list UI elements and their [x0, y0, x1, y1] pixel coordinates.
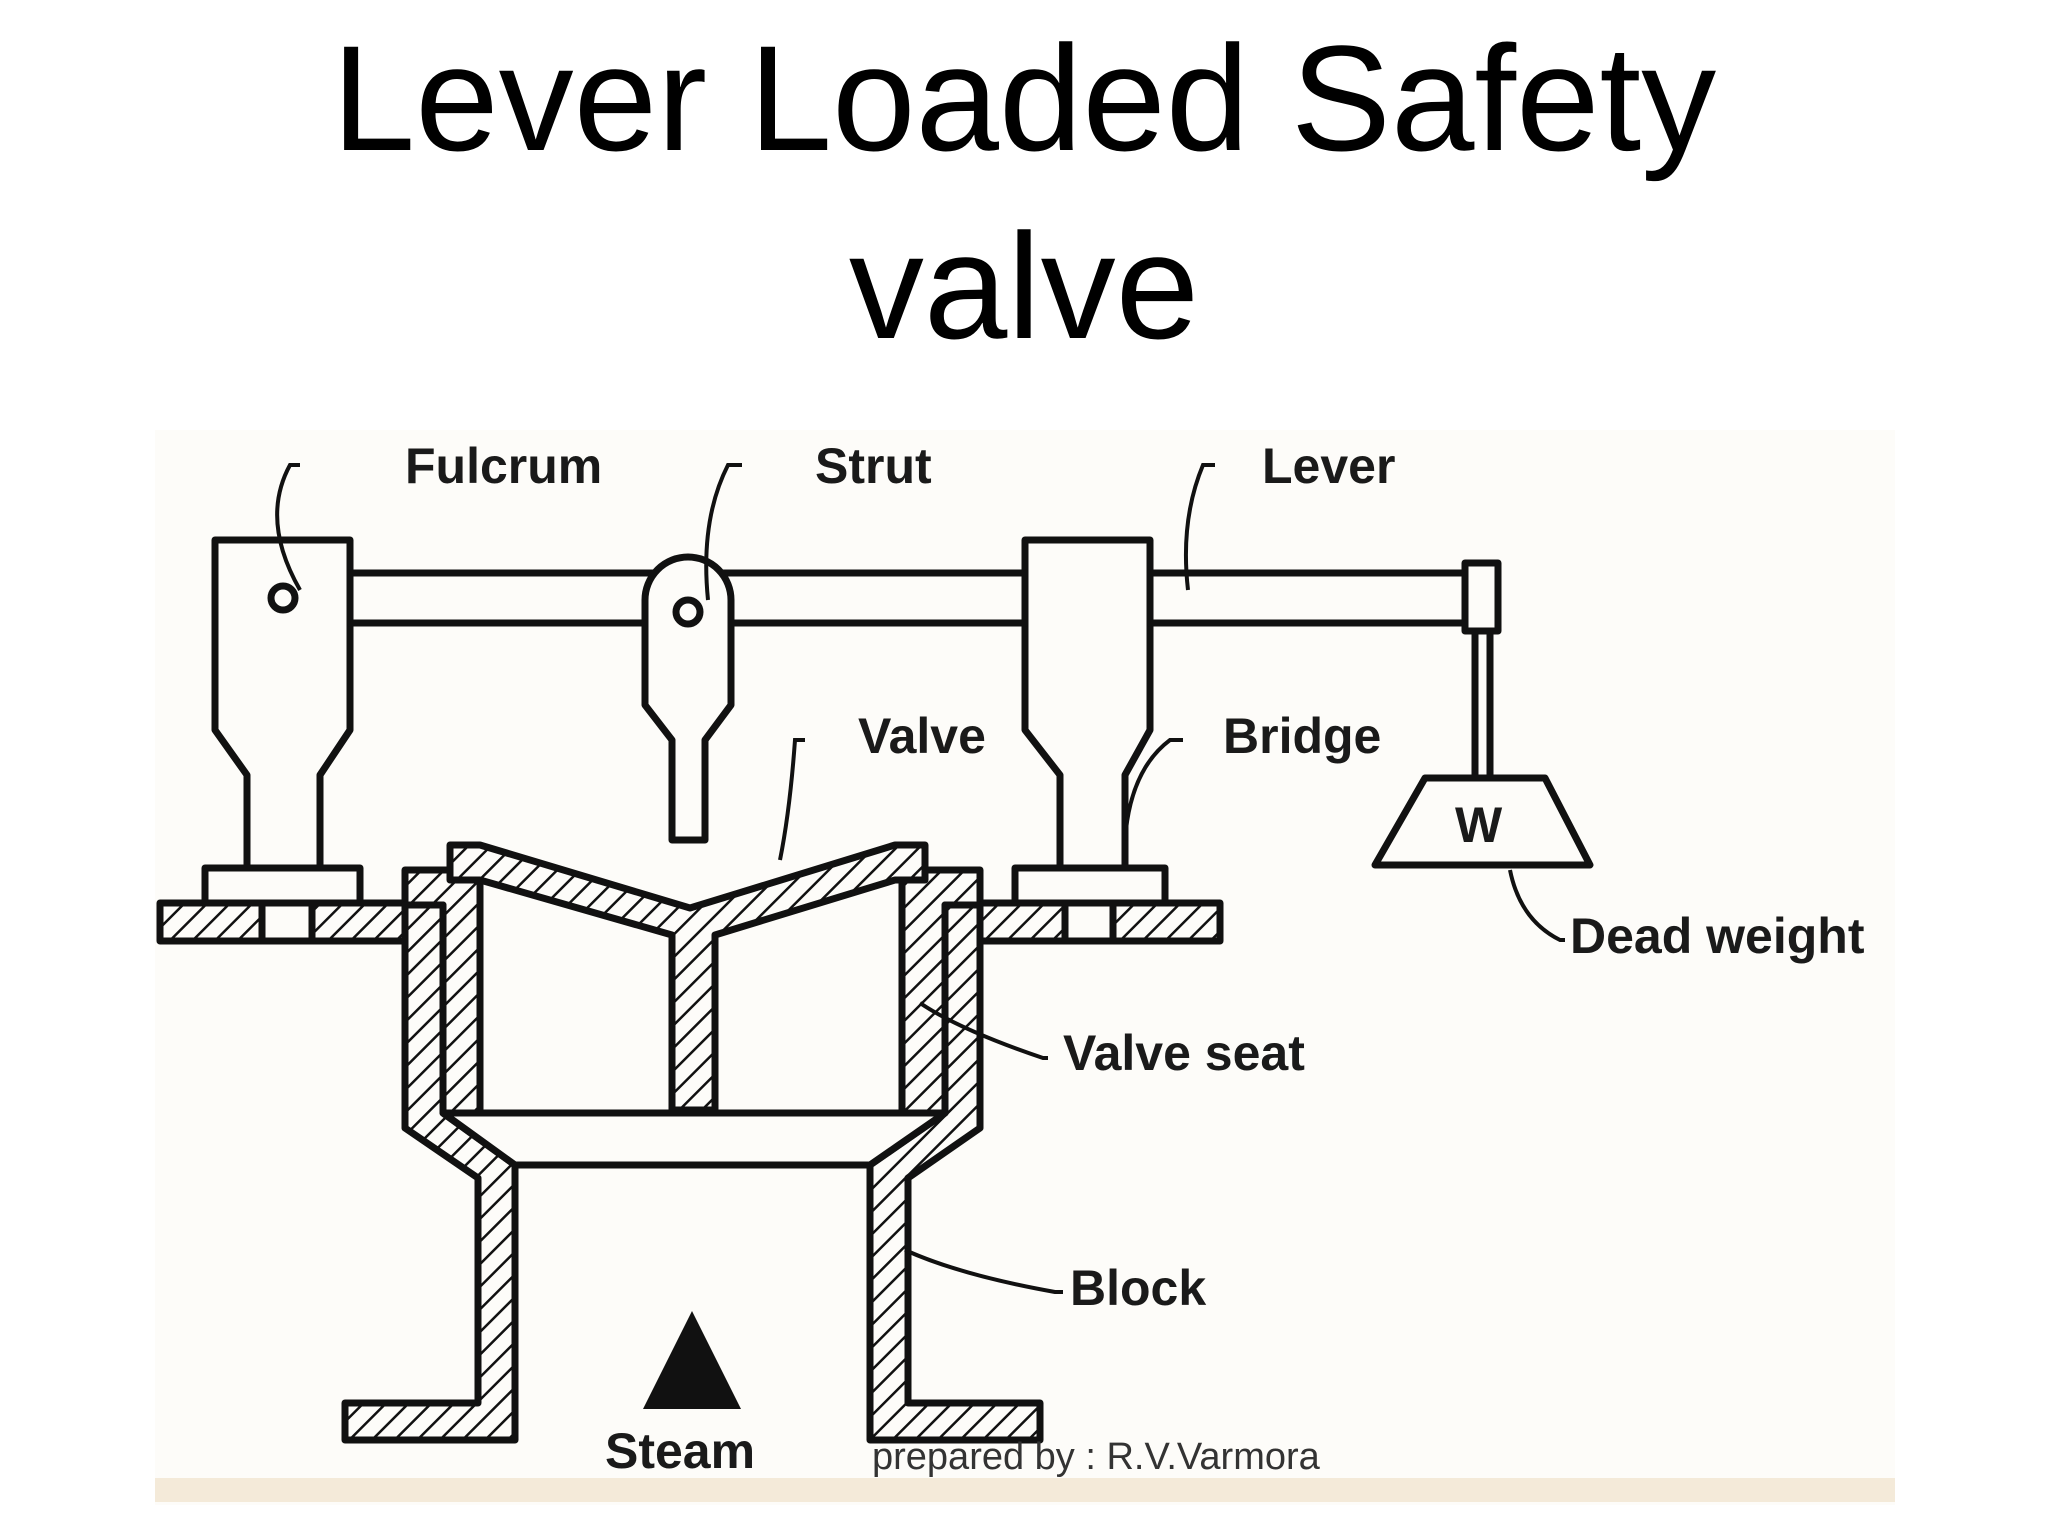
valve-body: [446, 841, 929, 1114]
lever-bar: [346, 559, 1502, 635]
strut: [641, 553, 735, 844]
valve-diagram: Fulcrum Strut Lever Valve Bridge W Dead …: [155, 430, 1895, 1505]
label-bridge: Bridge: [1223, 708, 1381, 764]
leader-lines: [275, 463, 1565, 1294]
diagram-bottom-band: [155, 1478, 1895, 1502]
label-valve: Valve: [858, 708, 986, 764]
label-lever: Lever: [1262, 438, 1395, 494]
label-dead-weight: Dead weight: [1570, 908, 1865, 964]
label-weight-symbol: W: [1455, 797, 1503, 853]
label-strut: Strut: [815, 438, 932, 494]
title-line-2: valve: [848, 202, 1200, 370]
dead-weight: [1371, 631, 1594, 869]
title-line-1: Lever Loaded Safety: [331, 14, 1717, 182]
label-fulcrum: Fulcrum: [405, 438, 602, 494]
footer-credit: prepared by : R.V.Varmora: [872, 1436, 1320, 1478]
fulcrum-support: [201, 536, 364, 907]
label-block: Block: [1070, 1260, 1206, 1316]
label-valve-seat: Valve seat: [1063, 1025, 1305, 1081]
slide-title: Lever Loaded Safety valve: [0, 0, 2048, 380]
label-steam: Steam: [605, 1423, 755, 1479]
block: [341, 901, 1044, 1444]
bridge-support: [1011, 536, 1169, 907]
